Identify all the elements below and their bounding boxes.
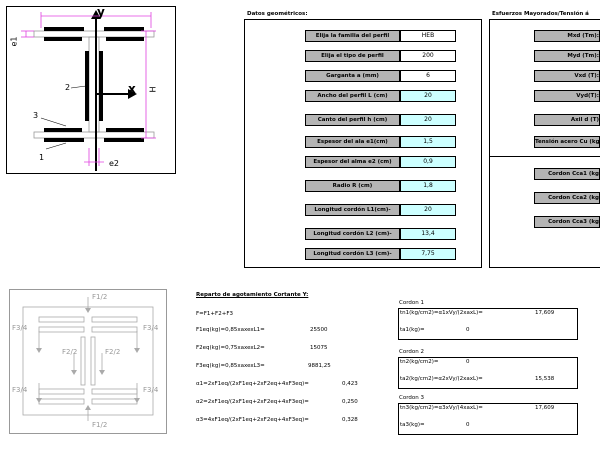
dim-e2-label: e2	[109, 159, 120, 168]
report-row-text: α1=2xF1eq/(2xF1eq+2xF2eq+4xF3eq)=	[196, 381, 309, 387]
geometric-row-value[interactable]: 1,5	[400, 136, 456, 148]
profile-diagram-panel: y x e1 H e2 1 2 3	[6, 5, 176, 174]
report-row-value: 0,250	[342, 399, 358, 405]
report-row-text: F3eq(kg)=0,85xaxexL3=	[196, 363, 265, 369]
cordon-box	[398, 403, 578, 435]
load-distribution-diagram	[22, 297, 154, 421]
cordon-box	[398, 308, 578, 340]
cordon-line-text: ta2(kg/cm2)=α2xVy/(2xaxL)=	[400, 376, 483, 382]
geometric-row-value[interactable]: 7,75	[400, 248, 456, 260]
report-row-value: 0,328	[342, 417, 358, 423]
load-label: F3/4	[143, 386, 159, 394]
forces-divider	[489, 156, 600, 157]
dim-e1-label: e1	[9, 36, 19, 47]
cordon-line-text: ta3(kg)=	[400, 422, 425, 428]
cordon-line-text: tn1(kg/cm2)=α1xVy/(2xaxL)=	[400, 310, 483, 316]
report-row-text: F1eq(kg)=0,85xaxexL1=	[196, 327, 265, 333]
geometric-row-label: Radio R (cm)	[305, 180, 400, 192]
geometric-row-value[interactable]: 6	[400, 70, 456, 82]
cordon-line-value: 0	[466, 359, 470, 365]
report-row-value: 9881,25	[308, 363, 331, 369]
cordon-line-value: 17,609	[535, 405, 555, 411]
cordon-3-label: 3	[33, 111, 39, 120]
load-label: F3/4	[12, 386, 28, 394]
geometric-row-label: Longitud cordón L3 (cm)-	[305, 248, 400, 260]
force-row-label: Vyd(T):	[534, 90, 600, 102]
cordon-title: Cordon 1	[399, 300, 424, 306]
cordon-line-text: tn3(kg/cm2)=α3xVy/(4xaxL)=	[400, 405, 483, 411]
geometric-row-value[interactable]: 1,8	[400, 180, 456, 192]
geometric-row-value[interactable]: 20	[400, 204, 456, 216]
geometric-row-value[interactable]: 0,9	[400, 156, 456, 168]
axis-y-label: y	[97, 5, 105, 19]
cordon-line-value: 0	[466, 422, 470, 428]
force-row-label: Vxd (T):	[534, 70, 600, 82]
load-label: F3/4	[143, 324, 159, 332]
cordon-line-text: ta1(kg)=	[400, 327, 425, 333]
load-distribution-panel: F1/2 F3/4 F3/4 F2/2 F2/2 F3/4 F3/4 F1/2	[9, 289, 167, 434]
axis-x-label: x	[128, 82, 136, 96]
geometric-row-value[interactable]: 20	[400, 114, 456, 126]
geometric-row-label: Espesor del ala e1(cm)	[305, 136, 400, 148]
report-row-text: F2eq(kg)=0,75xaxexL2=	[196, 345, 265, 351]
geometric-row-label: Elija el tipo de perfil	[305, 50, 400, 62]
geometric-data-title: Datos geométricos:	[247, 11, 308, 17]
cordon-line-value: 15,538	[535, 376, 555, 382]
geometric-row-label: Ancho del perfil L (cm)	[305, 90, 400, 102]
report-row-value: 25500	[310, 327, 328, 333]
report-formula: F=F1+F2+F3	[196, 311, 233, 317]
cordon-box	[398, 357, 578, 389]
cordon-stress-label: Cordon Cca3 (kg	[534, 216, 600, 228]
cordon-stress-label: Cordon Cca1 (kg	[534, 168, 600, 180]
dim-h-label: H	[148, 86, 158, 93]
cordon-line-value: 0	[466, 327, 470, 333]
force-row-label: Mxd (Tm):	[534, 30, 600, 42]
load-label: F3/4	[12, 324, 28, 332]
load-label: F2/2	[105, 348, 121, 356]
geometric-row-value[interactable]: 13,4	[400, 228, 456, 240]
report-row-text: α3=4xF1eq/(2xF1eq+2xF2eq+4xF3eq)=	[196, 417, 309, 423]
geometric-row-label: Espesor del alma e2 (cm)	[305, 156, 400, 168]
cordon-line-text: tn2(kg/cm2)=	[400, 359, 439, 365]
force-row-label: Tensión acero Cu (kg	[534, 136, 600, 148]
geometric-row-value[interactable]: 20	[400, 90, 456, 102]
geometric-row-label: Longitud cordón L2 (cm)-	[305, 228, 400, 240]
geometric-row-label: Elija la familia del perfil	[305, 30, 400, 42]
report-title: Reparto de agotamiento Cortante Y:	[196, 292, 309, 298]
cordon-2-label: 2	[65, 83, 71, 92]
load-label: F1/2	[92, 421, 108, 429]
geometric-row-value[interactable]: 200	[400, 50, 456, 62]
report-row-text: α2=2xF1eq/(2xF1eq+2xF2eq+4xF3eq)=	[196, 399, 309, 405]
i-beam-diagram	[21, 10, 156, 171]
cordon-line-value: 17,609	[535, 310, 555, 316]
load-label: F2/2	[62, 348, 78, 356]
cordon-stress-label: Cordon Cca2 (kg	[534, 192, 600, 204]
report-row-value: 15075	[310, 345, 328, 351]
geometric-row-value[interactable]: HEB	[400, 30, 456, 42]
force-row-label: Myd (Tm):	[534, 50, 600, 62]
cordon-title: Cordon 3	[399, 395, 424, 401]
geometric-row-label: Garganta a (mm)	[305, 70, 400, 82]
geometric-row-label: Longitud cordón L1(cm)-	[305, 204, 400, 216]
cordon-title: Cordon 2	[399, 349, 424, 355]
forces-title: Esfuerzos Mayorados/Tensión á	[492, 11, 589, 17]
report-row-value: 0,423	[342, 381, 358, 387]
geometric-row-label: Canto del perfil h (cm)	[305, 114, 400, 126]
force-row-label: Axil d (T)	[534, 114, 600, 126]
load-label: F1/2	[92, 293, 108, 301]
cordon-1-label: 1	[39, 153, 45, 162]
